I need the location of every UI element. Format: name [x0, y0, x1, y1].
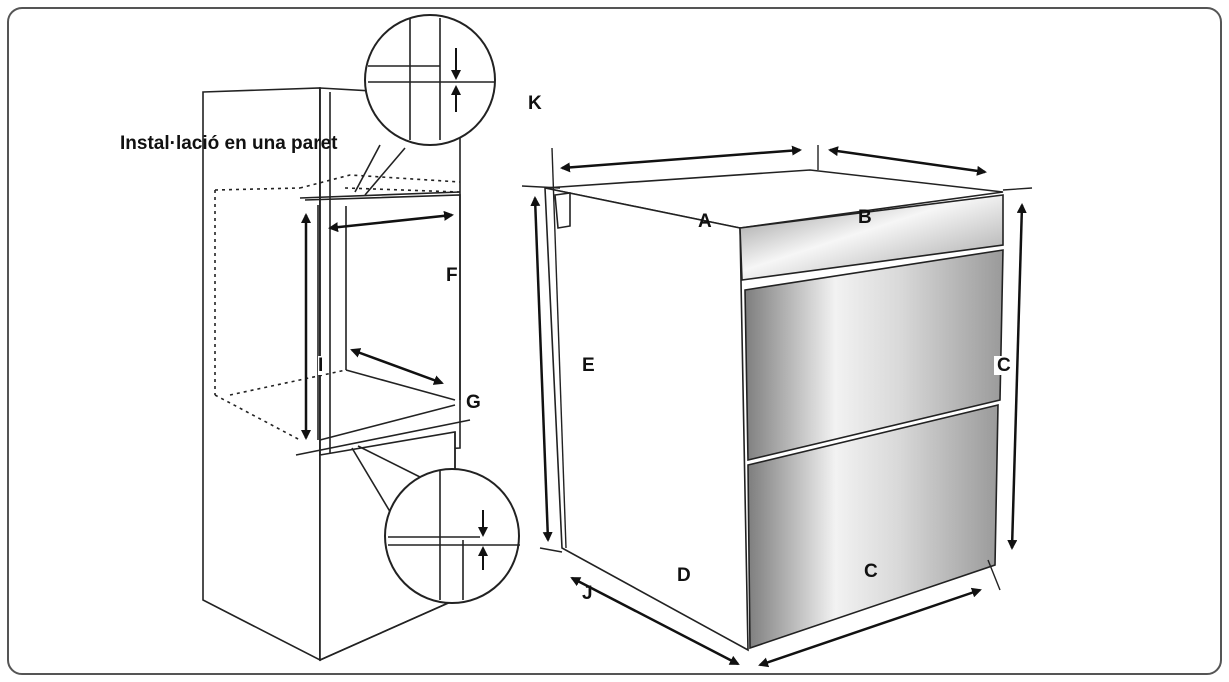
label-k: K — [528, 93, 542, 114]
appliance-body — [544, 169, 1004, 652]
label-c-top: C — [994, 356, 1014, 375]
label-d: D — [677, 565, 691, 586]
label-g: G — [466, 392, 481, 413]
label-j: J — [582, 583, 593, 604]
detail-magnifier-top — [354, 14, 496, 196]
label-c-bottom: C — [864, 561, 878, 582]
left-dimension-arrows — [301, 210, 454, 440]
label-a: A — [698, 211, 712, 232]
detail-magnifier-bottom — [351, 445, 520, 604]
label-i: I — [318, 355, 324, 376]
label-f: F — [446, 265, 458, 286]
outer-frame — [7, 7, 1222, 675]
label-b: B — [858, 207, 872, 228]
appliance-reference-lines — [521, 145, 1033, 591]
caption-wall-install: Instal·lació en una paret — [120, 133, 338, 154]
label-e: E — [582, 355, 595, 376]
right-dimension-arrows — [530, 145, 1027, 668]
